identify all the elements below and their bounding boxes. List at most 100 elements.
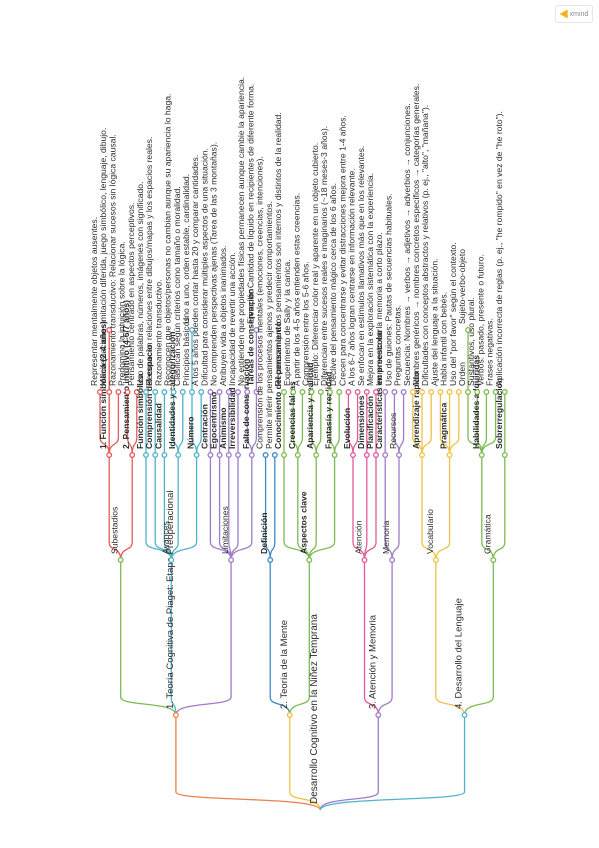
topic-label[interactable]: 2. Pensamiento intuitivo (4-6/7 años) [121, 300, 131, 449]
topic-label[interactable]: Aprendizaje rápido [411, 372, 421, 449]
node-dot[interactable] [281, 389, 287, 395]
leaf-label[interactable]: Ejemplo: Diferenciar color real y aparen… [310, 143, 320, 386]
node-dot[interactable] [400, 389, 407, 395]
node-dot[interactable] [361, 557, 368, 563]
node-dot[interactable] [345, 389, 352, 395]
node-dot[interactable] [189, 389, 195, 395]
leaf-label[interactable]: Incremento en la memoria a corto plazo. [374, 232, 384, 386]
topic-label[interactable]: 4. Desarrollo del Lenguaje [454, 598, 465, 709]
brand-badge[interactable]: xmind [555, 5, 593, 23]
leaf-label[interactable]: Mejora en la exploración sistemática con… [365, 173, 375, 386]
node-dot[interactable] [432, 557, 439, 563]
leaf-label[interactable]: Crecen para concentrarse y evitar distra… [337, 115, 347, 386]
node-dot[interactable] [216, 389, 223, 395]
topic-label[interactable]: Gramática [482, 514, 492, 554]
node-dot[interactable] [299, 389, 306, 395]
node-dot[interactable] [106, 452, 113, 458]
topic-label[interactable]: 2. Teoría de la Mente [279, 620, 290, 709]
node-dot[interactable] [306, 557, 313, 563]
node-dot[interactable] [172, 712, 179, 718]
node-dot[interactable] [168, 557, 175, 563]
topic-label[interactable]: Memoria [381, 520, 391, 554]
node-dot[interactable] [336, 389, 343, 395]
node-dot[interactable] [97, 389, 103, 395]
topic-label[interactable]: Avances [160, 521, 170, 554]
node-dot[interactable] [382, 389, 389, 395]
node-dot[interactable] [455, 389, 462, 395]
leaf-label[interactable]: Uno a uno, orden estable, cardinalidad. [181, 174, 191, 324]
leaf-label[interactable]: Diferencian entre sucesos reales e imagi… [319, 126, 329, 386]
leaf-label[interactable]: No comprenden perspectivas ajenas (Tarea… [209, 142, 219, 386]
leaf-label[interactable]: Permite inferir pensamientos ajenos y pr… [264, 201, 274, 449]
leaf-label[interactable]: Experimento de Sally y la canica. [282, 259, 292, 386]
topic-label[interactable]: Comprensión del espacio [144, 344, 154, 449]
leaf-label[interactable]: Uso de guiones: Pautas de secuencias hab… [383, 193, 393, 386]
topic-label[interactable]: Evolución [342, 408, 352, 449]
node-dot[interactable] [143, 389, 149, 395]
topic-label[interactable]: Recursos [388, 413, 398, 449]
node-dot[interactable] [501, 452, 508, 458]
node-dot[interactable] [189, 327, 195, 333]
node-dot[interactable] [419, 452, 425, 458]
leaf-label[interactable]: A los 5 años pueden contar hasta 20 y co… [190, 155, 200, 386]
node-dot[interactable] [373, 389, 379, 395]
topic-label[interactable]: 3. Atención y Memoria [367, 614, 378, 709]
node-dot[interactable] [363, 389, 370, 395]
leaf-label[interactable]: Comprensión de los procesos mentales (em… [255, 156, 265, 449]
node-dot[interactable] [474, 389, 481, 395]
leaf-label[interactable]: Pensamiento centrado en aspectos percept… [126, 203, 136, 386]
topic-label[interactable]: Fantasía y realidad [324, 372, 334, 449]
node-dot[interactable] [373, 452, 379, 458]
leaf-label[interactable]: Preguntas concretas. [393, 305, 403, 386]
node-dot[interactable] [391, 389, 398, 395]
leaf-label[interactable]: Reconocen relaciones entre dibujos/mapas… [144, 137, 154, 386]
leaf-label[interactable]: Verbos: pasado, presente o futuro. [475, 254, 485, 386]
node-dot[interactable] [478, 452, 485, 458]
node-dot[interactable] [262, 452, 269, 458]
leaf-label[interactable]: Comprensión entre los 5-6 años. [301, 261, 311, 386]
topic-label[interactable]: Orden [457, 362, 467, 386]
topic-label[interactable]: Habilidades adquiridas [471, 355, 481, 449]
leaf-label[interactable]: Secuencia: Nombres → verbos → adjetivos … [402, 103, 412, 386]
leaf-label[interactable]: Dificultad para considerar múltiples asp… [199, 148, 209, 386]
topic-label[interactable]: Pragmática [439, 402, 449, 449]
topic-label[interactable]: Centración [199, 404, 209, 449]
topic-label[interactable]: Aspectos clave [298, 491, 308, 554]
leaf-label[interactable]: Razonamiento transductivo. [153, 279, 163, 386]
leaf-label[interactable]: A partir de los 4-5 años entienden estas… [291, 193, 301, 386]
node-dot[interactable] [409, 389, 416, 395]
node-dot[interactable] [290, 389, 297, 395]
leaf-label[interactable]: Imitación diferida, juego simbólico, len… [98, 128, 108, 324]
leaf-label[interactable]: Reconocen que objetos/personas no cambia… [163, 94, 173, 386]
node-dot[interactable] [124, 389, 131, 395]
leaf-label[interactable]: Nombres genéricos → nombres concretos es… [411, 84, 421, 386]
node-dot[interactable] [313, 452, 320, 458]
node-dot[interactable] [382, 452, 389, 458]
node-dot[interactable] [483, 389, 490, 395]
node-dot[interactable] [228, 557, 235, 563]
node-dot[interactable] [161, 452, 168, 458]
node-dot[interactable] [235, 452, 241, 458]
node-dot[interactable] [152, 452, 159, 458]
node-dot[interactable] [152, 389, 159, 395]
node-dot[interactable] [327, 389, 333, 395]
node-dot[interactable] [331, 452, 338, 458]
node-dot[interactable] [375, 712, 382, 718]
topic-label[interactable]: Tareas de conservación [245, 289, 255, 386]
node-dot[interactable] [106, 389, 113, 395]
leaf-label[interactable]: Aplicación incorrecta de reglas (p. ej.,… [494, 111, 504, 386]
topic-label[interactable]: Planificación [365, 396, 375, 449]
node-dot[interactable] [129, 452, 136, 458]
node-dot[interactable] [115, 389, 122, 395]
topic-label[interactable]: Dimensiones [356, 395, 366, 449]
leaf-label[interactable]: Frases negativas. [485, 318, 495, 386]
node-dot[interactable] [179, 389, 186, 395]
leaf-label[interactable]: Predomina la intuición sobre la lógica. [117, 241, 127, 386]
node-dot[interactable] [419, 389, 425, 395]
topic-label[interactable]: Falta de conservación [241, 359, 251, 449]
topic-label[interactable]: Apariencia y realidad [305, 363, 315, 449]
node-dot[interactable] [308, 389, 315, 395]
node-dot[interactable] [490, 557, 497, 563]
leaf-label[interactable]: No entienden que propiedades físicas per… [236, 77, 246, 386]
